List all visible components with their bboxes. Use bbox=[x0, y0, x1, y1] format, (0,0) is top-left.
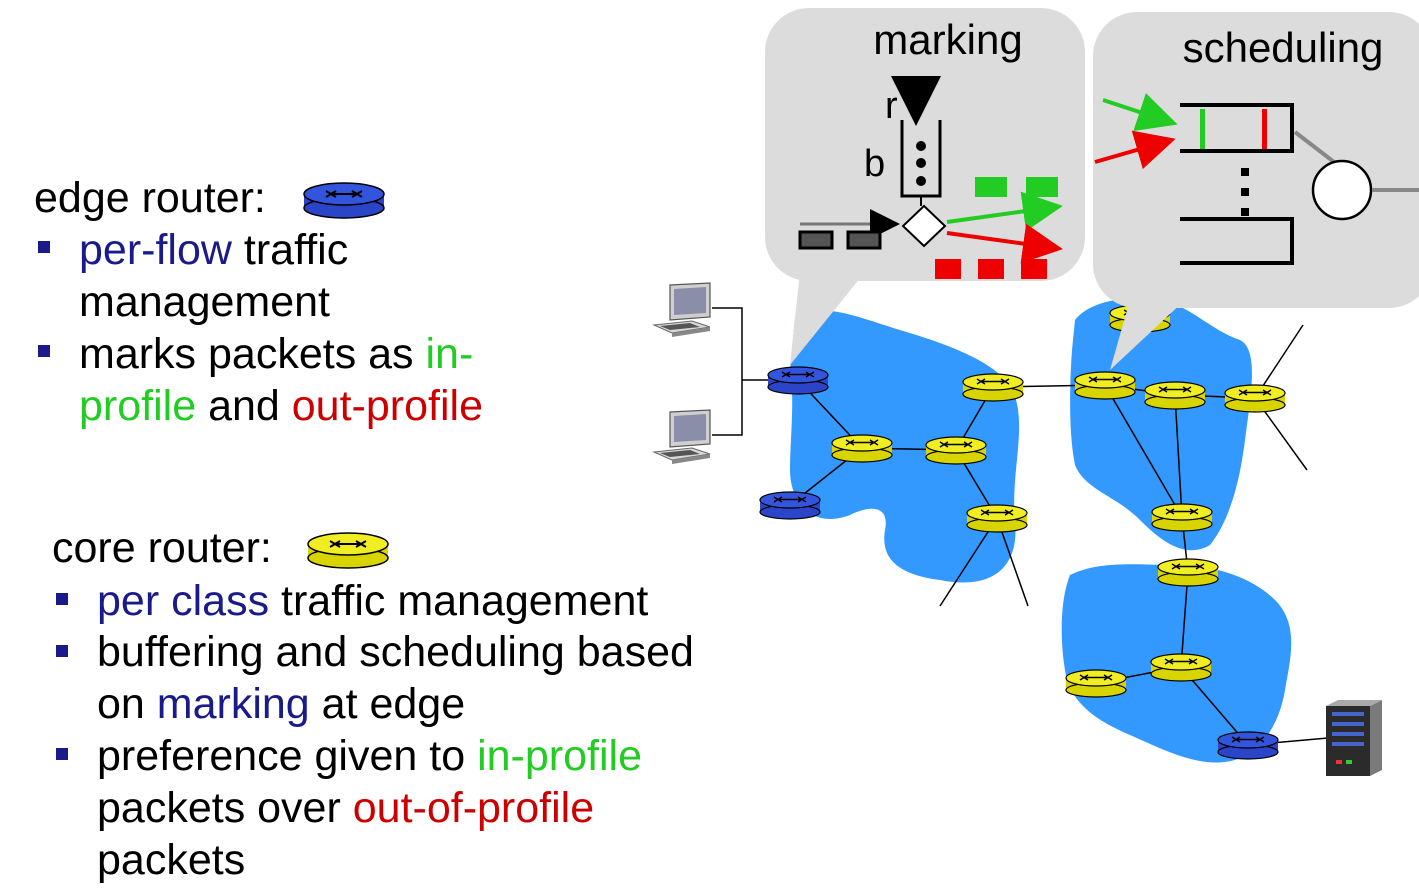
core-router-10 bbox=[1157, 558, 1219, 587]
core-bullet-1-text: per class traffic management bbox=[97, 577, 649, 625]
per-class-text: per class bbox=[97, 577, 270, 625]
out-profile-text: out-profile bbox=[291, 382, 483, 430]
incoming-packet-2 bbox=[846, 230, 882, 250]
core-router-12 bbox=[1065, 669, 1127, 698]
edge-bullet-1-text: per-flow traffic bbox=[79, 226, 349, 274]
edge-router-heading-text: edge router: bbox=[34, 174, 266, 222]
core-bullet-3-text-line3: packets bbox=[97, 836, 246, 884]
in-profile-text-3: in-profile bbox=[477, 732, 642, 780]
marking-text: marking bbox=[156, 680, 310, 728]
core-bullet-2-text: buffering and scheduling based bbox=[97, 628, 694, 676]
core-router-3 bbox=[962, 373, 1024, 402]
queue-in-profile bbox=[1180, 103, 1294, 153]
core-bullet-1 bbox=[56, 593, 68, 605]
host-computer-2-icon bbox=[652, 409, 711, 464]
edge-bullet-1 bbox=[38, 241, 50, 253]
core-bullet-2 bbox=[56, 645, 68, 657]
network-cloud-left bbox=[790, 310, 1020, 583]
edge-bullet-2-text-line2: profile and out-profile bbox=[79, 382, 483, 430]
scheduling-callout: scheduling bbox=[1093, 12, 1419, 370]
classifier-diamond bbox=[901, 204, 947, 248]
server-icon bbox=[1326, 700, 1382, 776]
core-router-6 bbox=[1144, 381, 1206, 410]
edge-router-legend-icon bbox=[303, 182, 385, 219]
core-bullet-3-text-line2: packets over out-of-profile bbox=[97, 784, 595, 832]
core-router-heading: core router: bbox=[52, 522, 272, 574]
core-router-5 bbox=[1074, 371, 1136, 400]
edge-router-1 bbox=[767, 366, 829, 395]
out-of-profile-text: out-of-profile bbox=[352, 784, 595, 832]
core-bullet-2-text-line2: on marking at edge bbox=[97, 680, 466, 728]
in-profile-packet-2 bbox=[1026, 177, 1058, 197]
marking-callout: marking r b bbox=[765, 8, 1085, 365]
core-router-11 bbox=[1150, 653, 1212, 682]
incoming-packet-1 bbox=[798, 230, 834, 250]
bucket-size-label: b bbox=[864, 143, 885, 185]
out-profile-packet-2 bbox=[978, 259, 1004, 279]
edge-bullet-2-text: marks packets as in- bbox=[79, 330, 474, 378]
core-router-legend-icon bbox=[307, 532, 389, 569]
marking-title: marking bbox=[873, 16, 1022, 63]
edge-bullet-1-text-line2: management bbox=[79, 278, 330, 326]
rate-label: r bbox=[885, 85, 898, 127]
host-computer-1-icon bbox=[652, 282, 711, 337]
out-profile-packet-1 bbox=[935, 259, 961, 279]
core-bullet-3-text: preference given to in-profile bbox=[97, 732, 642, 780]
core-router-9 bbox=[1151, 503, 1213, 532]
core-bullet-3 bbox=[56, 748, 68, 760]
in-profile-text-2: profile bbox=[79, 382, 197, 430]
core-router-2 bbox=[925, 436, 987, 465]
core-router-7 bbox=[1224, 384, 1286, 413]
core-router-4 bbox=[966, 504, 1028, 533]
in-profile-text-1: in- bbox=[425, 330, 474, 378]
scheduling-title: scheduling bbox=[1183, 24, 1384, 71]
in-profile-packet-1 bbox=[975, 177, 1007, 197]
edge-router-3 bbox=[1217, 731, 1279, 760]
per-flow-text: per-flow bbox=[79, 226, 232, 274]
edge-bullet-2 bbox=[38, 345, 50, 357]
out-profile-packet-3 bbox=[1021, 259, 1047, 279]
edge-router-2 bbox=[759, 491, 821, 520]
queue-out-profile bbox=[1180, 217, 1294, 265]
scheduler-link bbox=[1311, 159, 1373, 221]
core-router-1 bbox=[831, 434, 893, 463]
core-router-heading-text: core router: bbox=[52, 524, 272, 572]
edge-router-heading: edge router: bbox=[34, 172, 266, 224]
